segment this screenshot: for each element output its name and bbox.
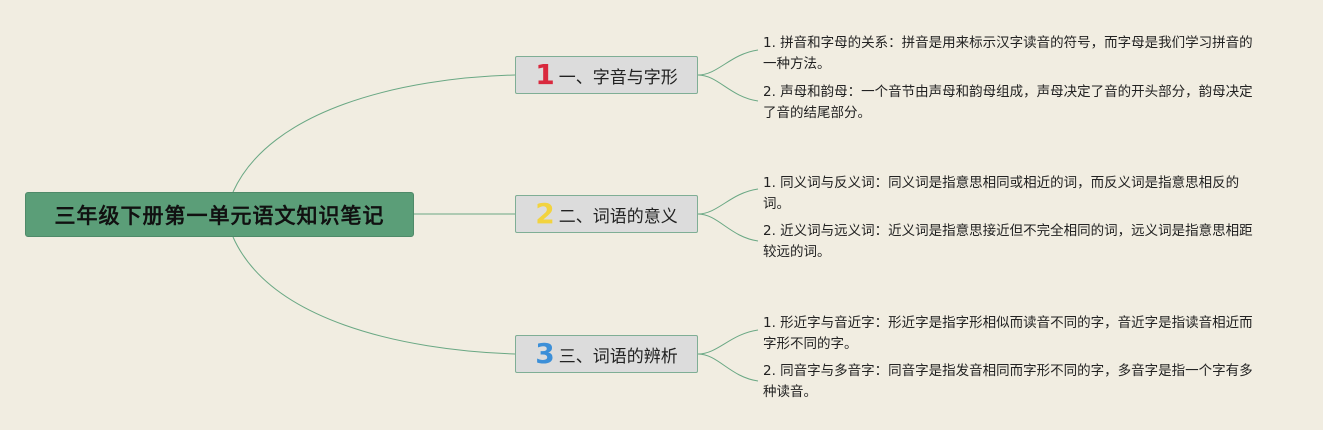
connector-branch-2-note-1 (697, 188, 759, 215)
note-1-2: 2. 声母和韵母：一个音节由声母和韵母组成，声母决定了音的开头部分，韵母决定了音… (763, 84, 1253, 121)
note-2-1: 1. 同义词与反义词：同义词是指意思相同或相近的词，而反义词是指意思相反的词。 (763, 175, 1240, 212)
connector-root-branch-1 (232, 74, 516, 193)
branch-title-3: 三、词语的辨析 (558, 346, 678, 367)
note-3-1: 1. 形近字与音近字：形近字是指字形相似而读音不同的字，音近字是指读音相近而字形… (763, 315, 1253, 352)
branch-title-1: 一、字音与字形 (558, 67, 678, 88)
branch-number-1: 1 (535, 58, 555, 91)
connector-branch-2-note-2 (697, 213, 759, 242)
connector-branch-1-note-2 (697, 74, 759, 102)
note-1-1: 1. 拼音和字母的关系：拼音是用来标示汉字读音的符号，而字母是我们学习拼音的一种… (763, 35, 1253, 72)
root-node[interactable]: 三年级下册第一单元语文知识笔记 (25, 192, 414, 237)
branch-number-2: 2 (535, 197, 555, 230)
connector-branch-3-note-1 (697, 329, 759, 355)
connector-branch-1-note-1 (697, 49, 759, 76)
note-2-2: 2. 近义词与远义词：近义词是指意思接近但不完全相同的词，远义词是指意思相距较远… (763, 223, 1253, 260)
note-3-2: 2. 同音字与多音字：同音字是指发音相同而字形不同的字，多音字是指一个字有多种读… (763, 363, 1253, 400)
branch-node-2[interactable]: 2 二、词语的意义 (515, 195, 698, 233)
branch-title-2: 二、词语的意义 (558, 206, 678, 227)
connector-branch-3-note-2 (697, 353, 759, 382)
root-title: 三年级下册第一单元语文知识笔记 (54, 203, 385, 228)
connector-root-branch-3 (232, 236, 516, 355)
branch-node-3[interactable]: 3 三、词语的辨析 (515, 335, 698, 373)
branch-node-1[interactable]: 1 一、字音与字形 (515, 56, 698, 94)
branch-number-3: 3 (535, 337, 555, 370)
